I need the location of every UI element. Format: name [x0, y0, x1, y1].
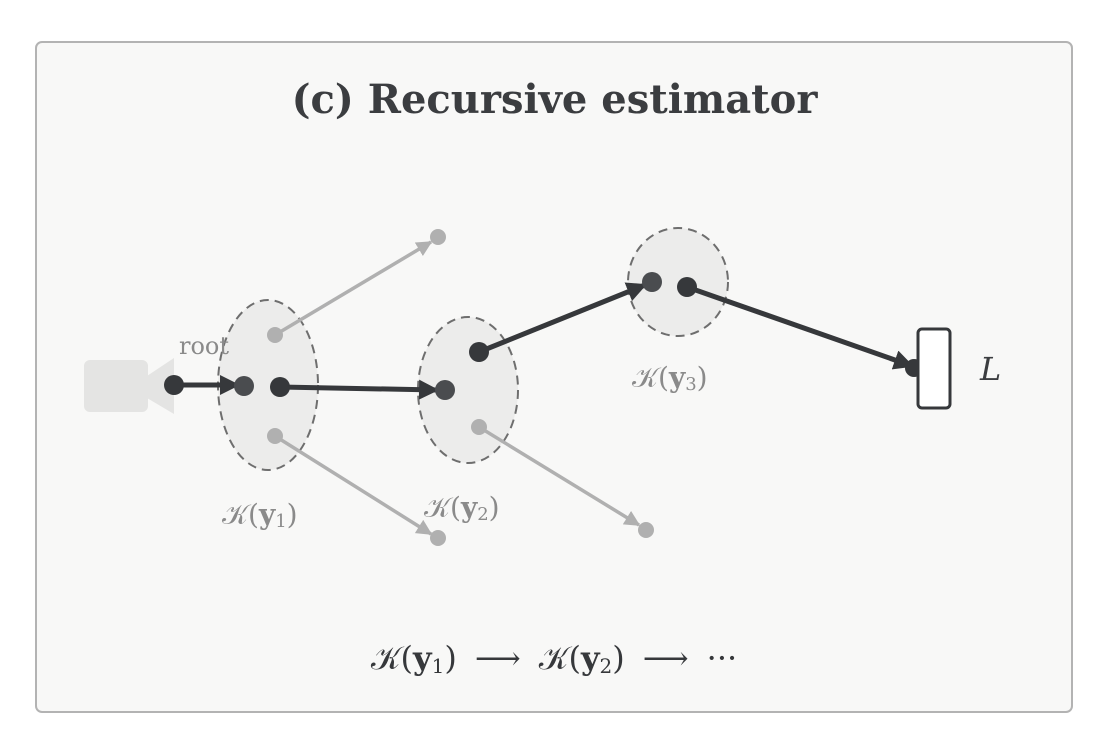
node-dark [469, 342, 489, 362]
root-label: root [179, 332, 229, 360]
node-dark [234, 376, 254, 396]
node-dark [677, 277, 697, 297]
path-arrow [686, 284, 914, 370]
node-gray [267, 327, 283, 343]
recursion-caption: 𝒦(y1)⟶𝒦(y2)⟶··· [371, 639, 737, 678]
path-arrow [279, 379, 439, 400]
set-label-3: 𝒦(y3) [632, 361, 708, 395]
node-dark [642, 272, 662, 292]
node-gray [638, 522, 654, 538]
diagram-panel [35, 41, 1073, 713]
root-node [164, 375, 184, 395]
node-gray [471, 419, 487, 435]
sink-box [916, 327, 952, 410]
branch-arrow-gray [274, 434, 433, 536]
node-gray [430, 229, 446, 245]
node-dark [435, 380, 455, 400]
node-gray [267, 428, 283, 444]
node-gray [430, 530, 446, 546]
camera-icon [84, 358, 174, 414]
diagram-title: (c) Recursive estimator [291, 76, 818, 123]
set-label-1: 𝒦(y1) [222, 498, 298, 532]
set-ellipse-2 [417, 316, 519, 464]
branch-arrow-gray [274, 240, 433, 337]
sink-label: L [979, 350, 1001, 388]
set-ellipse-3 [627, 227, 729, 337]
branch-arrow-gray [478, 425, 641, 527]
path-arrow [478, 282, 647, 355]
node-dark [270, 377, 290, 397]
set-label-2: 𝒦(y2) [424, 491, 500, 525]
